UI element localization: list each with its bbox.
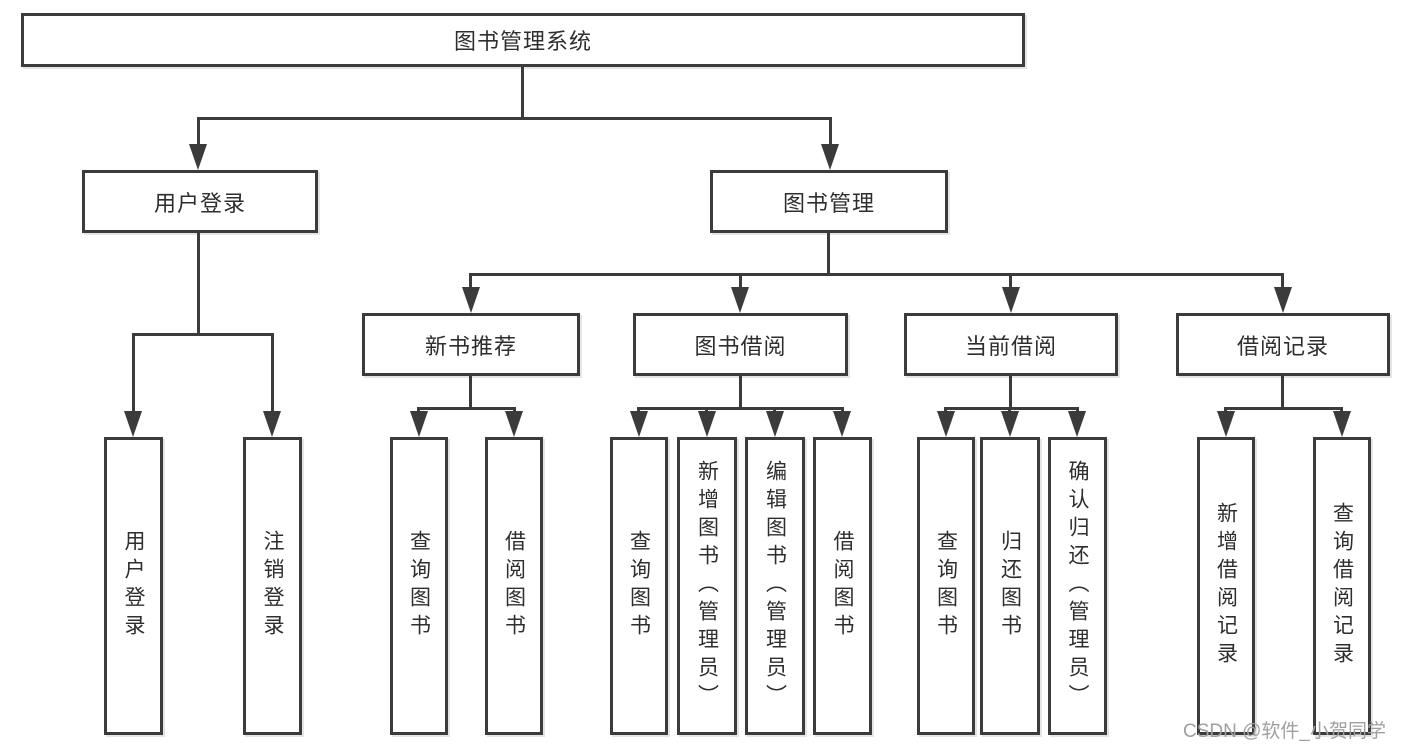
arrowhead-down-icon — [462, 287, 480, 313]
node-label: 借阅记录 — [1236, 333, 1329, 359]
arrowhead-down-icon — [1002, 287, 1020, 313]
arrowhead-down-icon — [698, 411, 716, 437]
arrowhead-down-icon — [833, 411, 851, 437]
node-label: 新增图书（管理员） — [695, 460, 719, 712]
arrowhead-down-icon — [505, 411, 523, 437]
leaf-query-books-current: 查询图书 — [917, 437, 975, 735]
connector-line — [1281, 273, 1284, 291]
arrowhead-down-icon — [263, 411, 281, 437]
node-label: 查询借阅记录 — [1330, 502, 1354, 670]
connector-line — [1009, 376, 1012, 407]
leaf-logout-login: 注销登录 — [243, 437, 302, 735]
connector-line — [417, 407, 516, 410]
node-book-borrowing: 图书借阅 — [633, 313, 848, 376]
leaf-edit-books-admin: 编辑图书（管理员） — [745, 437, 805, 735]
node-book-management: 图书管理 — [710, 170, 948, 233]
leaf-query-borrow-record: 查询借阅记录 — [1313, 437, 1371, 735]
watermark: CSDN @软件_小贺同学 — [1183, 721, 1386, 742]
arrowhead-down-icon — [731, 287, 749, 313]
connector-line — [197, 233, 200, 333]
node-label: 归还图书 — [998, 530, 1022, 642]
node-label: 注销登录 — [261, 530, 284, 642]
arrowhead-down-icon — [1333, 411, 1351, 437]
node-label: 图书管理系统 — [453, 29, 592, 54]
connector-line — [1281, 376, 1284, 407]
connector-line — [469, 376, 472, 407]
arrowhead-down-icon — [937, 411, 955, 437]
node-label: 借阅图书 — [831, 530, 854, 642]
connector-line — [739, 376, 742, 407]
node-borrowing-records: 借阅记录 — [1176, 313, 1390, 376]
leaf-return-books: 归还图书 — [980, 437, 1040, 735]
node-label: 新增借阅记录 — [1214, 502, 1238, 670]
connector-line — [469, 273, 1284, 276]
node-root: 图书管理系统 — [21, 13, 1025, 67]
node-label: 借阅图书 — [502, 530, 526, 642]
connector-line — [132, 333, 274, 336]
arrowhead-down-icon — [124, 411, 142, 437]
connector-line — [829, 117, 832, 147]
connector-line — [637, 407, 844, 410]
arrowhead-down-icon — [1001, 411, 1019, 437]
node-user-login: 用户登录 — [82, 170, 318, 233]
node-new-book-recommend: 新书推荐 — [362, 313, 580, 376]
leaf-query-books-recommend: 查询图书 — [390, 437, 448, 735]
connector-line — [739, 273, 742, 291]
connector-line — [827, 233, 830, 273]
node-label: 用户登录 — [153, 190, 246, 216]
connector-line — [521, 67, 524, 117]
connector-line — [132, 333, 135, 415]
connector-line — [944, 407, 1079, 410]
node-current-borrowing: 当前借阅 — [904, 313, 1118, 376]
node-label: 新书推荐 — [424, 333, 517, 359]
node-label: 用户登录 — [122, 530, 145, 642]
node-label: 查询图书 — [934, 530, 958, 642]
leaf-borrow-books-recommend: 借阅图书 — [485, 437, 543, 735]
leaf-user-login: 用户登录 — [104, 437, 163, 735]
arrowhead-down-icon — [821, 144, 839, 170]
connector-line — [197, 117, 200, 147]
leaf-query-books-borrowing: 查询图书 — [610, 437, 668, 735]
arrowhead-down-icon — [630, 411, 648, 437]
leaf-add-books-admin: 新增图书（管理员） — [677, 437, 737, 735]
leaf-borrow-books-borrowing: 借阅图书 — [813, 437, 872, 735]
arrowhead-down-icon — [766, 411, 784, 437]
connector-line — [1009, 273, 1012, 291]
connector-line — [197, 117, 832, 120]
node-label: 图书借阅 — [694, 333, 787, 359]
node-label: 查询图书 — [407, 530, 431, 642]
node-label: 当前借阅 — [964, 333, 1057, 359]
arrowhead-down-icon — [1068, 411, 1086, 437]
connector-line — [469, 273, 472, 291]
leaf-confirm-return-admin: 确认归还（管理员） — [1048, 437, 1107, 735]
connector-line — [271, 333, 274, 415]
leaf-add-borrow-record: 新增借阅记录 — [1197, 437, 1255, 735]
arrowhead-down-icon — [410, 411, 428, 437]
arrowhead-down-icon — [189, 144, 207, 170]
arrowhead-down-icon — [1217, 411, 1235, 437]
node-label: 编辑图书（管理员） — [763, 460, 787, 712]
node-label: 图书管理 — [782, 190, 875, 216]
arrowhead-down-icon — [1274, 287, 1292, 313]
connector-line — [1224, 407, 1343, 410]
node-label: 查询图书 — [627, 530, 651, 642]
node-label: 确认归还（管理员） — [1066, 460, 1089, 712]
